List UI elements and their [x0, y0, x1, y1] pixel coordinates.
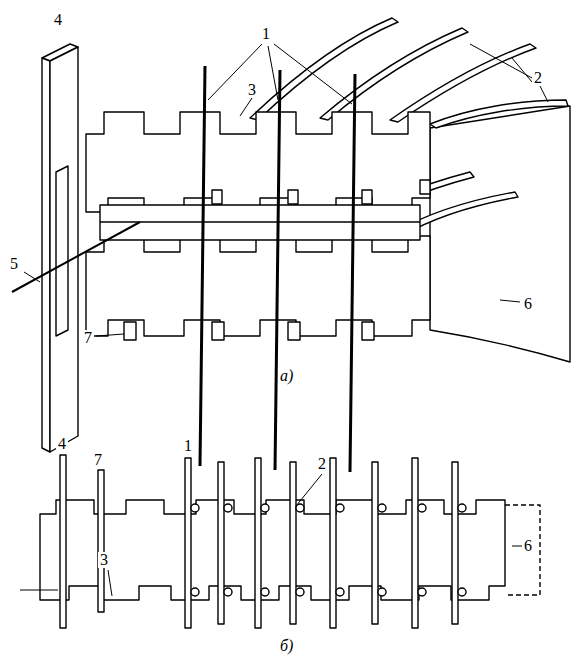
leader-line [24, 44, 548, 336]
frame-edge [100, 221, 420, 222]
plate [372, 462, 378, 624]
curved-fin [430, 100, 568, 128]
plate [60, 455, 66, 628]
fin-ring [458, 504, 466, 512]
callout-number: 1 [182, 438, 194, 454]
frame-body [40, 500, 505, 600]
plate [452, 462, 458, 624]
frame-body [86, 112, 430, 212]
curved-fin [250, 18, 398, 120]
fin-ring [224, 504, 232, 512]
fin-ring [191, 504, 199, 512]
curved-panel [430, 106, 570, 362]
fin-ring [336, 588, 344, 596]
fin-ring [378, 504, 386, 512]
plate-slot [56, 166, 68, 336]
plate [185, 458, 191, 628]
callout-number: 6 [522, 296, 534, 312]
callout-number: 7 [82, 330, 94, 346]
fin-ring [336, 504, 344, 512]
callout-number: 1 [260, 26, 272, 42]
fin-ring [378, 588, 386, 596]
callout-number: 3 [98, 552, 110, 568]
leader-line [20, 474, 524, 596]
callout-number: 3 [246, 82, 258, 98]
curved-fin [320, 28, 468, 120]
callout-number: 7 [92, 452, 104, 468]
plate [412, 458, 418, 628]
tie-rod [12, 222, 140, 292]
clip [124, 180, 430, 340]
plate [290, 462, 296, 624]
callout-number: 6 [522, 538, 534, 554]
vertical-rod [275, 70, 280, 470]
callout-number: 2 [532, 70, 544, 86]
vertical-rod [200, 66, 205, 466]
fin-ring [261, 504, 269, 512]
fin-ring [191, 588, 199, 596]
plate [255, 458, 261, 628]
vertical-rod [350, 74, 355, 472]
fin-ring [458, 588, 466, 596]
callout-number: 4 [52, 12, 64, 28]
plate [98, 470, 104, 612]
fin-ring [261, 588, 269, 596]
callout-number: 5 [8, 256, 20, 272]
end-plate [42, 58, 50, 452]
frame-web [100, 205, 420, 240]
plate [218, 462, 224, 624]
fin-ring [224, 588, 232, 596]
callout-number: 4 [56, 436, 68, 452]
fin-ring [296, 588, 304, 596]
end-plate [50, 47, 78, 452]
view-label: б) [278, 638, 295, 654]
curved-fin [390, 44, 536, 122]
hidden-panel [505, 505, 540, 595]
fin-ring [418, 588, 426, 596]
frame-body [86, 236, 430, 336]
view-label: а) [278, 368, 295, 384]
fin-ring [418, 504, 426, 512]
callout-number: 2 [316, 456, 328, 472]
plate-row [60, 455, 466, 628]
plate [330, 458, 336, 628]
